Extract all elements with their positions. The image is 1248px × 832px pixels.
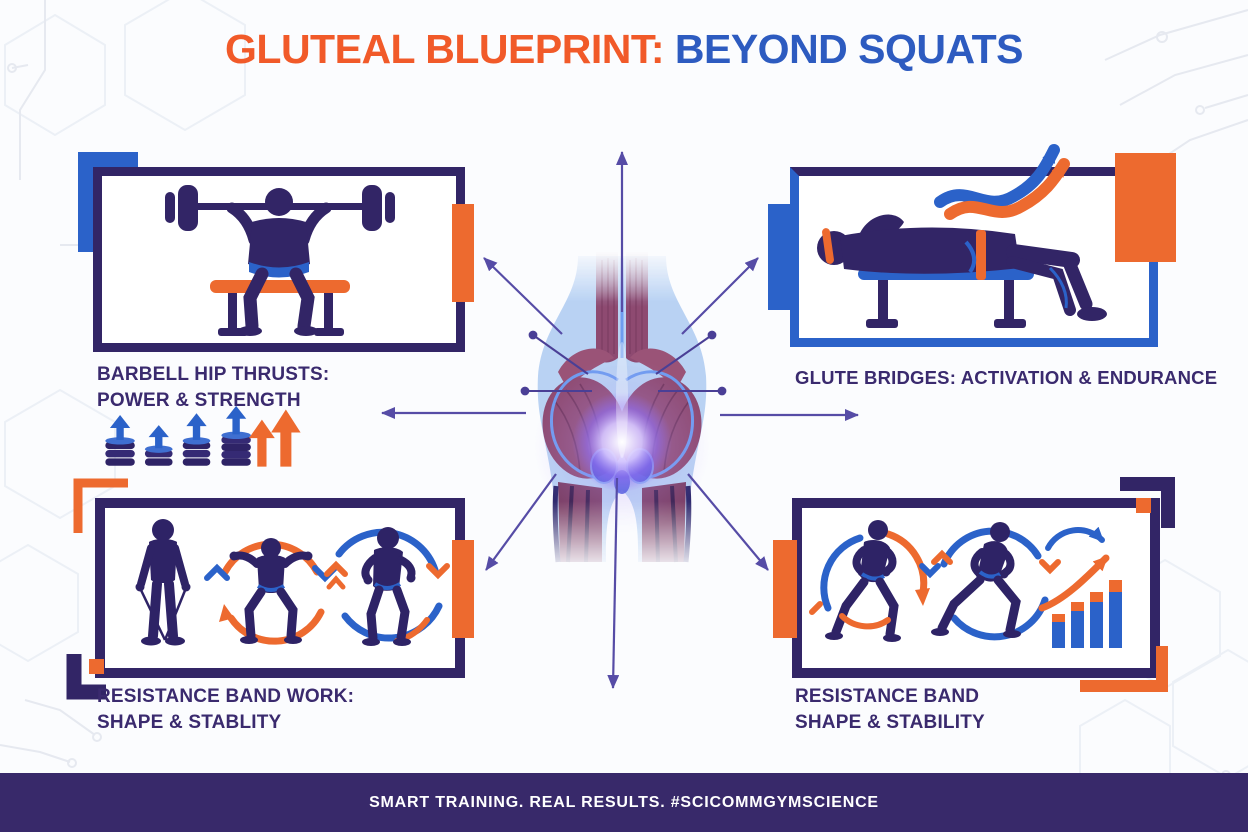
orange-up-arrow-icon [271,409,301,467]
callout-lines [520,330,727,396]
footer-tagline: SMART TRAINING. REAL RESULTS. #SCICOMMGY… [369,793,879,811]
caption-line: RESISTANCE BAND WORK: [97,686,355,707]
glute-bridge-illustration [817,144,1107,328]
rising-swoosh-arrows-icon [934,144,1070,220]
navy-corner-bracket [66,654,106,700]
band-stability-illustration [809,520,1122,648]
orange-accent-square [1136,498,1151,513]
orange-chevron-up [326,575,346,590]
caption-barbell-hip-thrusts: BARBELL HIP THRUSTS: POWER & STRENGTH [97,362,329,414]
caption-glute-bridges: GLUTE BRIDGES: ACTIVATION & ENDURANCE [795,365,1217,391]
hip-band [976,230,986,280]
caption-line: POWER & STRENGTH [97,390,301,411]
orange-arrowhead [915,588,930,606]
seated-lifter-silhouette [226,188,332,336]
resistance-band-illustration [135,519,450,646]
lunging-figure-rotation-circle [931,522,1061,641]
caption-line: BARBELL HIP THRUSTS: [97,364,330,385]
barbell-lifter-illustration [165,185,395,336]
orange-chevron-down [1039,559,1061,575]
caption-line: GLUTE BRIDGES: ACTIVATION & ENDURANCE [795,367,1218,388]
weight-stack-icon [105,415,135,466]
standing-band-figure [135,519,191,646]
ankle-band [839,613,891,630]
head-strap [822,228,834,264]
blue-arc-arrow [1045,526,1105,551]
title-rest-text: BEYOND SQUATS [663,26,1024,72]
orange-chevron-up [324,560,348,577]
weight-stack-icon [221,405,251,466]
weight-stack-icon [144,425,173,466]
radiating-arrows [381,151,859,689]
orange-side-tab [452,540,474,638]
blue-side-tab [768,204,794,310]
center-glow [572,392,672,492]
orange-arrowhead [219,604,234,622]
caption-resistance-band-stability: RESISTANCE BAND SHAPE & STABILITY [795,684,985,736]
blue-chevron-up [204,563,230,581]
caption-line: RESISTANCE BAND [795,686,980,707]
orange-rising-arrow [1038,554,1110,612]
page-title: GLUTEAL BLUEPRINT: BEYOND SQUATS [0,26,1248,73]
orange-chevron-down [426,563,450,580]
orange-side-tab [452,204,474,302]
progressive-overload-icons [105,405,301,467]
lying-figure-silhouette [817,214,1107,321]
striding-figure-rotation-circle [809,520,941,642]
growth-bar-chart-icon [1052,580,1122,648]
orange-corner-block [1115,153,1176,262]
squat-figure-rotation-circle [204,538,338,645]
orange-tick [809,601,823,615]
caption-resistance-band-work: RESISTANCE BAND WORK: SHAPE & STABLITY [97,684,354,736]
navy-corner-bracket [1120,477,1175,528]
orange-side-tab [773,540,797,638]
orange-corner-bracket [1080,646,1168,692]
title-accent-text: GLUTEAL BLUEPRINT: [225,26,664,72]
orange-accent-square [89,659,104,674]
gluteal-anatomy-illustration [534,252,710,563]
weight-stack-icon [182,413,211,466]
caption-line: SHAPE & STABILITY [795,712,985,733]
stance-figure-rotation-circle [324,527,450,646]
blue-chevron-down [919,563,941,579]
orange-chevron-up [931,549,953,565]
caption-line: SHAPE & STABLITY [97,712,282,733]
footer-banner: SMART TRAINING. REAL RESULTS. #SCICOMMGY… [0,773,1248,832]
orange-up-arrow-icon [249,419,275,467]
orange-corner-bracket [73,478,128,533]
